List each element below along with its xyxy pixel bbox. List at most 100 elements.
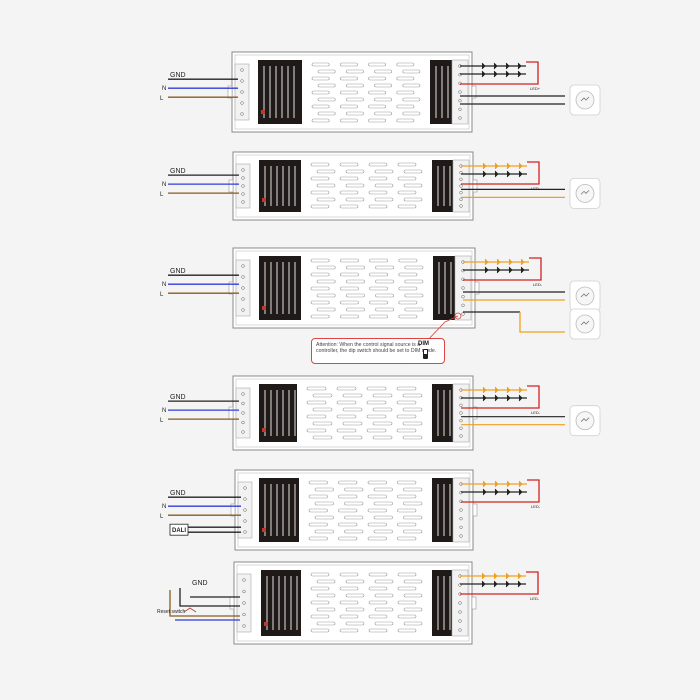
vent-slot: [375, 265, 395, 270]
vent-slot: [345, 607, 365, 612]
gnd-label: GND: [170, 268, 186, 275]
led-chip: [482, 162, 487, 170]
spec-text-line: [264, 262, 266, 314]
vent-slot: [403, 529, 423, 534]
mount-tab: [472, 179, 478, 193]
vent-slot: [372, 393, 393, 398]
vent-slot: [316, 169, 336, 174]
vent-slot: [403, 593, 423, 598]
spec-text-line: [276, 262, 278, 314]
vent-slot: [316, 183, 336, 188]
vent-slot: [339, 104, 358, 109]
led-chip: [493, 572, 498, 580]
terminal-screw: [240, 101, 244, 105]
wire-gnd: [179, 588, 240, 607]
vent-slot: [366, 428, 387, 433]
vent-slot: [310, 586, 330, 591]
spec-mark: [262, 528, 266, 532]
led-chip: [520, 258, 525, 266]
vent-slot: [368, 204, 388, 209]
output-terminal-block: [452, 159, 470, 213]
led-label: LED-: [533, 282, 543, 287]
dali-label: DALI: [172, 528, 186, 534]
vent-slot: [367, 522, 387, 527]
terminal-screw: [459, 403, 463, 407]
terminal-screw: [243, 486, 247, 490]
vent-slot: [402, 83, 421, 88]
vent-slot: [339, 614, 359, 619]
led-chip: [506, 386, 511, 394]
vent-slot: [339, 628, 359, 633]
input-terminal-block: [235, 387, 251, 439]
spec-text-line: [276, 166, 278, 206]
vent-slot: [398, 314, 418, 319]
vent-slot: [344, 487, 364, 492]
vent-slot: [398, 272, 418, 277]
vent-slot: [306, 400, 327, 405]
vent-slot: [397, 508, 417, 513]
n-label: N: [162, 504, 166, 510]
spec-text-line: [294, 262, 296, 314]
vent-slot: [402, 407, 423, 412]
led-chip: [482, 394, 487, 402]
terminal-screw: [241, 411, 245, 415]
led-chip: [481, 572, 486, 580]
mount-tab: [228, 179, 234, 193]
spec-text-line: [266, 576, 268, 630]
vent-slot: [397, 190, 417, 195]
input-terminal-block: [234, 63, 250, 121]
spec-text-line: [282, 166, 284, 206]
led-chip: [496, 266, 501, 274]
vent-slot: [398, 286, 418, 291]
vent-slot: [310, 258, 330, 263]
output-text-line: [441, 66, 443, 118]
vent-slot: [366, 386, 387, 391]
vent-slot: [366, 400, 387, 405]
vent-slot: [312, 393, 333, 398]
mount-tab: [474, 281, 480, 295]
led-chip: [517, 580, 522, 588]
vent-slot: [310, 314, 330, 319]
vent-slot: [397, 522, 417, 527]
vent-slot: [338, 522, 358, 527]
vent-slot: [336, 400, 357, 405]
led-chip: [482, 170, 487, 178]
vent-slot: [317, 69, 336, 74]
vent-slot: [345, 593, 365, 598]
output-terminal-block: [451, 569, 469, 637]
vent-slot: [336, 428, 357, 433]
vent-slot: [368, 104, 387, 109]
wire-l: [169, 590, 240, 617]
vent-slot: [306, 428, 327, 433]
vent-slot: [372, 421, 393, 426]
led-chip: [482, 480, 487, 488]
led-chip: [518, 394, 523, 402]
terminal-screw: [461, 295, 465, 299]
vent-slot: [368, 62, 387, 67]
led-chip: [494, 394, 499, 402]
vent-slot: [316, 593, 336, 598]
output-terminal-block: [454, 255, 472, 321]
output-text-line: [449, 166, 451, 206]
vent-slot: [367, 508, 387, 513]
spec-text-line: [294, 484, 296, 536]
vent-slot: [339, 90, 358, 95]
terminal-screw: [242, 612, 246, 617]
vent-slot: [338, 480, 358, 485]
spec-text-line: [294, 390, 296, 436]
output-text-line: [437, 576, 439, 630]
vent-slot: [339, 176, 359, 181]
vent-slot: [374, 97, 393, 102]
vent-slot: [339, 286, 359, 291]
vent-slot: [403, 621, 423, 626]
vent-slot: [369, 314, 389, 319]
input-terminal-block: [235, 163, 251, 209]
vent-slot: [339, 118, 358, 123]
spec-mark: [262, 198, 266, 202]
vent-slot: [310, 628, 330, 633]
vent-slot: [375, 293, 395, 298]
output-text-line: [444, 262, 446, 314]
dimmer-knob: [575, 286, 595, 306]
vent-slot: [314, 487, 334, 492]
output-text-line: [443, 166, 445, 206]
